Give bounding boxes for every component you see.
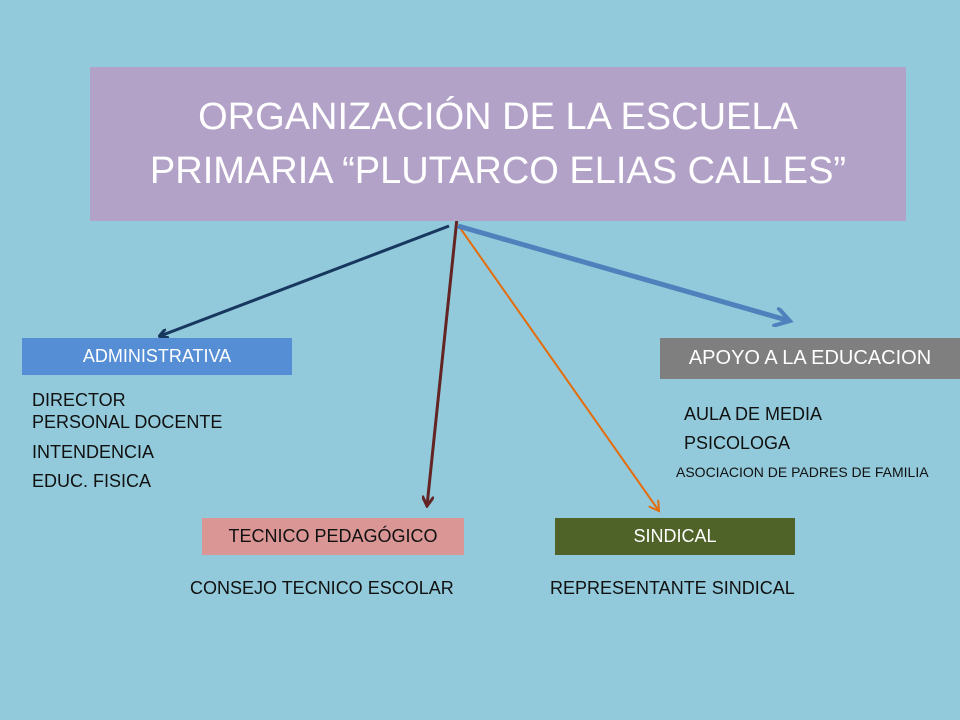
title-line-1: ORGANIZACIÓN DE LA ESCUELA — [198, 96, 798, 138]
tecnico-item: CONSEJO TECNICO ESCOLAR — [190, 578, 454, 598]
apoyo-box: APOYO A LA EDUCACION — [660, 338, 960, 379]
arrow-to-tecnico — [427, 217, 459, 506]
list-item: DIRECTOR — [32, 390, 126, 410]
arrow-to-administrativa — [160, 224, 450, 336]
arrow-to-sindical — [457, 224, 659, 511]
tecnico-box: TECNICO PEDAGÓGICO — [202, 518, 464, 555]
sindical-box: SINDICAL — [555, 518, 795, 555]
list-item: ASOCIACION DE PADRES DE FAMILIA — [676, 464, 929, 480]
list-item: PSICOLOGA — [684, 433, 791, 453]
administrativa-list: DIRECTOR PERSONAL DOCENTE INTENDENCIA ED… — [32, 390, 222, 492]
sindical-item: REPRESENTANTE SINDICAL — [550, 578, 795, 598]
title-box: ORGANIZACIÓN DE LA ESCUELA PRIMARIA “PLU… — [90, 67, 906, 221]
administrativa-box: ADMINISTRATIVA — [22, 338, 292, 375]
list-item: AULA DE MEDIA — [684, 404, 823, 424]
list-item: PERSONAL DOCENTE — [32, 412, 223, 432]
list-item: INTENDENCIA — [32, 442, 155, 462]
arrow-to-apoyo — [457, 223, 790, 321]
title-line-2: PRIMARIA “PLUTARCO ELIAS CALLES” — [149, 150, 847, 192]
apoyo-list: AULA DE MEDIA PSICOLOGA ASOCIACION DE PA… — [676, 404, 929, 493]
list-item: EDUC. FISICA — [32, 471, 152, 491]
